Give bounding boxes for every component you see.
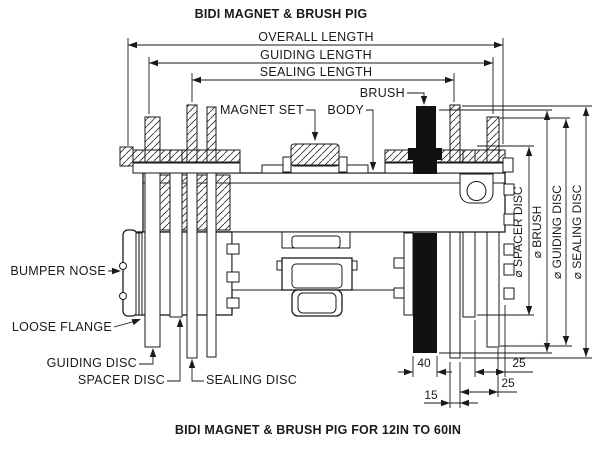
left-disc-stack xyxy=(144,104,217,359)
guiding-length-label: GUIDING LENGTH xyxy=(260,48,372,62)
magnet-assembly-inner xyxy=(276,231,358,317)
guiding-disc-label: GUIDING DISC xyxy=(47,356,137,370)
sealing-disc-label: SEALING DISC xyxy=(206,373,297,387)
dim-40: 40 xyxy=(417,356,431,370)
magnet-set-label: MAGNET SET xyxy=(220,103,304,117)
left-hub-bolts xyxy=(226,243,240,309)
bumper-nose-shape xyxy=(119,229,143,317)
brush-clamp-plate xyxy=(393,232,414,316)
label-leaders xyxy=(108,92,425,382)
brush-label: BRUSH xyxy=(360,86,405,100)
top-clamps xyxy=(119,143,514,174)
body-label: BODY xyxy=(327,103,364,117)
loose-flange-top xyxy=(119,146,134,167)
right-clamp-bar xyxy=(384,149,506,163)
bumper-nose-label: BUMPER NOSE xyxy=(10,264,106,278)
drawing-title: BIDI MAGNET & BRUSH PIG xyxy=(195,7,368,21)
loose-flange-label: LOOSE FLANGE xyxy=(12,320,112,334)
lug-hole xyxy=(466,181,487,201)
diameter-dimensions: ⌀ SPACER DISC ⌀ BRUSH ⌀ GUIDING DISC ⌀ S… xyxy=(439,105,592,359)
dim-15: 15 xyxy=(424,388,438,402)
brush-upper xyxy=(408,106,442,174)
left-clamp-bar xyxy=(132,149,241,163)
right-end-bolt-head xyxy=(502,157,514,173)
dia-sealing-disc-label: ⌀ SEALING DISC xyxy=(570,184,584,279)
overall-length-label: OVERALL LENGTH xyxy=(258,30,374,44)
dia-guiding-disc-label: ⌀ GUIDING DISC xyxy=(550,185,564,279)
length-dimensions: OVERALL LENGTH GUIDING LENGTH SEALING LE… xyxy=(127,30,504,146)
drawing-caption: BIDI MAGNET & BRUSH PIG FOR 12IN TO 60IN xyxy=(175,423,461,437)
right-end-bolts xyxy=(503,183,515,300)
sealing-length-label: SEALING LENGTH xyxy=(260,65,373,79)
dim-25-top: 25 xyxy=(512,356,526,370)
arrowheads xyxy=(112,41,590,407)
lifting-lug xyxy=(459,173,494,204)
dia-brush-label: ⌀ BRUSH xyxy=(530,206,544,259)
dim-25-bottom: 25 xyxy=(501,376,515,390)
spacer-disc-label: SPACER DISC xyxy=(78,373,165,387)
magnet-set-block xyxy=(290,143,340,167)
left-spacer-disc xyxy=(169,149,183,318)
dia-spacer-disc-label: ⌀ SPACER DISC xyxy=(511,186,525,277)
brush-lower xyxy=(413,233,437,353)
